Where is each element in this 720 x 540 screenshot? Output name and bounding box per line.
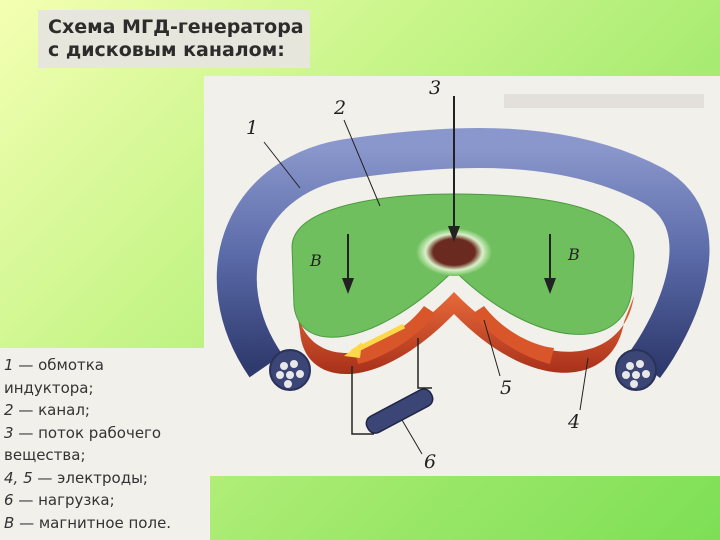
leader-1 [263,141,301,189]
callout-6: 6 [424,451,436,473]
legend-text: — поток рабочего [13,423,162,442]
legend-text: — нагрузка; [13,491,115,509]
inner-electrode-right [472,306,554,364]
coil-end-right [615,349,657,391]
legend-number: 6 [4,491,14,509]
legend-item: 3 — поток рабочего [4,422,206,445]
coil-end-left [269,349,311,391]
title-line-2: с дисковым каналом: [48,39,285,61]
legend-text: — магнитное поле. [14,513,172,532]
load-wire-right [417,338,432,389]
leader-4 [579,357,589,411]
inductor-coil [216,128,710,378]
legend-text: индуктора; [4,378,94,397]
legend-item: 1 — обмотка [4,354,206,377]
legend-number: 1 [4,356,14,374]
legend-item: 2 — канал; [4,399,206,422]
mhd-generator-diagram: 1 2 3 5 4 6 В В [204,76,720,476]
slide-title: Схема МГД-генератора с дисковым каналом: [38,10,310,68]
legend-item: 6 — нагрузка; [4,489,206,512]
field-arrowhead-left [342,278,354,294]
callout-3: 3 [429,77,441,99]
legend-item: индуктора; [4,377,206,400]
leader-2 [343,119,381,207]
flow-arrowhead [448,226,460,242]
legend-number: В [4,513,15,532]
background-texture [504,94,704,108]
legend-number: 2 [4,401,14,419]
central-inlet [416,228,492,276]
legend-item: вещества; [4,444,206,467]
legend: 1 — обмотка индуктора; 2 — канал; 3 — по… [0,348,210,540]
current-arrowhead [344,342,362,358]
legend-number: 3 [4,423,14,442]
inner-electrode-left [354,306,436,364]
load-wire-left [351,366,374,435]
leader-6 [401,419,423,455]
load-resistor [365,388,434,434]
legend-text: вещества; [4,446,86,464]
legend-text: — канал; [13,401,90,419]
callout-4: 4 [567,411,580,433]
legend-item: В — магнитное поле. [4,512,206,535]
diagram-svg: 1 2 3 5 4 6 В В [216,77,710,473]
legend-text: — обмотка [13,356,104,374]
legend-text: — электроды; [32,468,148,487]
callout-2: 2 [333,97,346,119]
callout-1: 1 [246,117,258,139]
legend-item: 4, 5 — электроды; [4,467,206,490]
field-arrowhead-right [544,278,556,294]
field-label-right: В [567,245,580,264]
callout-5: 5 [500,377,512,399]
title-line-1: Схема МГД-генератора [48,16,304,38]
legend-number: 4, 5 [4,468,33,487]
field-label-left: В [309,251,322,270]
leader-5 [483,319,501,377]
